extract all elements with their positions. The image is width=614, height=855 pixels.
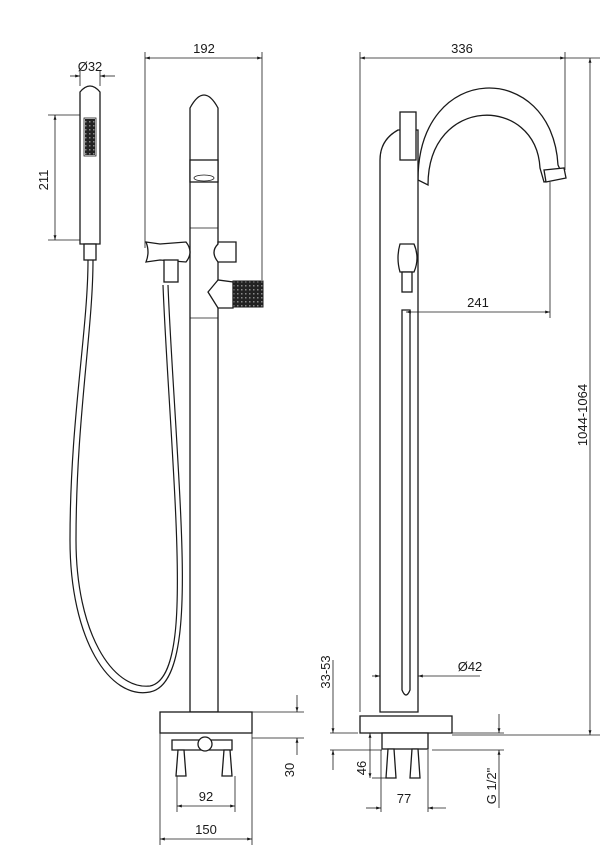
front-view: Ø32 211 192 30 92 150 [36,41,304,845]
shower-hose [69,259,183,694]
dim-arm-width: 192 [193,41,215,56]
dim-base-height: 30 [282,763,297,777]
dim-connector-width: 77 [397,791,411,806]
dim-column-diameter: Ø42 [458,659,483,674]
dim-base-diameter: 150 [195,822,217,837]
mixer-handle-knurled [232,280,264,308]
dim-total-reach: 336 [451,41,473,56]
dim-total-height: 1044-1064 [575,384,590,446]
dim-thread: G 1/2" [484,767,499,804]
dim-spout-reach: 241 [467,295,489,310]
column [379,129,419,713]
dim-hand-shower-diameter: Ø32 [78,59,103,74]
dim-connector-height: 46 [354,761,369,775]
hand-shower [79,85,101,245]
column [189,94,219,713]
dim-adjustment: 33-53 [318,655,333,688]
base-plate [159,711,253,734]
shower-holder [144,241,191,263]
shower-holder [397,243,418,273]
base-plate [359,715,453,734]
dim-leg-spacing: 92 [199,789,213,804]
spout [417,87,565,187]
dim-hand-shower-length: 211 [36,170,51,191]
side-view: 336 241 1044-1064 Ø42 33-53 46 77 [318,41,600,812]
shower-nozzle-icon [83,117,97,157]
